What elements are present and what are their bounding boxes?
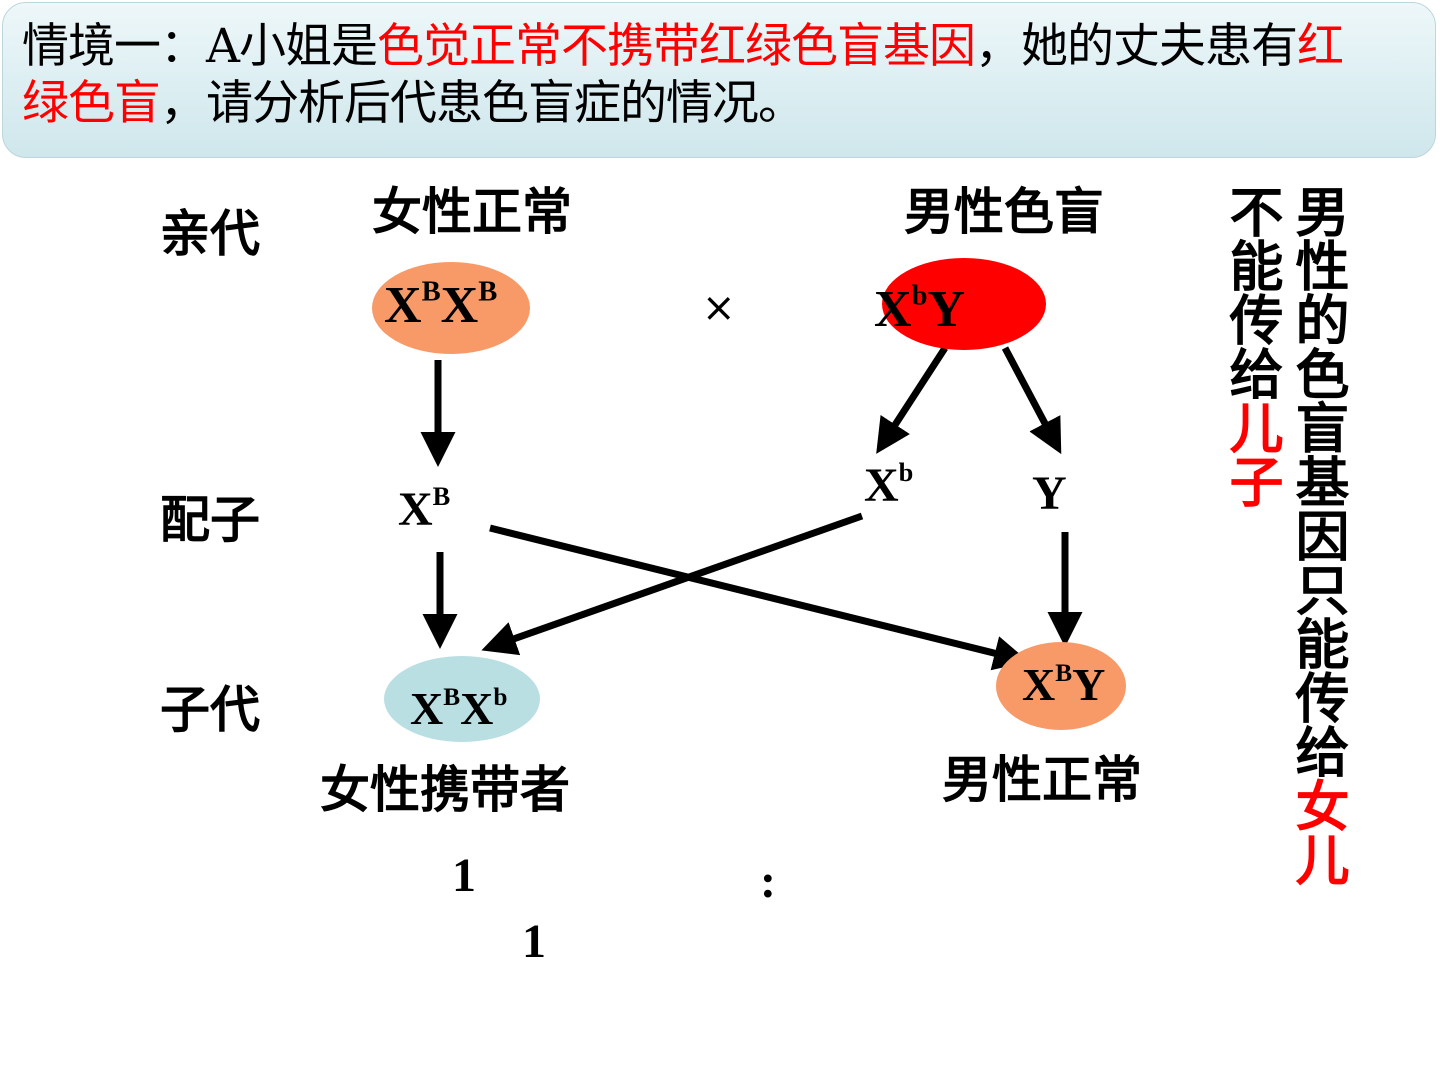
daughter-allele-1: X <box>410 683 444 734</box>
father-genotype-ellipse <box>882 258 1046 350</box>
scenario-text-intro: 情境一：A小姐是 <box>22 19 378 74</box>
gamete-mother-allele: X <box>398 483 433 536</box>
gamete-mother-xB: XB <box>398 483 450 536</box>
mother-genotype: XBXB <box>384 276 498 334</box>
son-allele-2: Y <box>1072 659 1106 710</box>
scenario-text-highlight-mother: 色觉正常不携带红绿色盲基因 <box>376 19 976 74</box>
daughter-genotype-ellipse <box>384 656 540 742</box>
arrow-xb-to-daughter <box>481 512 864 656</box>
daughter-allele-2-sup: b <box>493 683 508 712</box>
father-genotype: XbY <box>874 280 966 338</box>
scenario-text-highlight-father-b: 绿色盲 <box>22 76 161 131</box>
mother-allele-2: X <box>440 277 479 334</box>
side-note-daughter-text: 男性的色盲基因只能传给 <box>1286 184 1349 778</box>
gamete-father-xb: Xb <box>864 459 913 512</box>
scenario-line-1: 情境一：A小姐是色觉正常不携带红绿色盲基因，她的丈夫患有红 <box>22 18 1422 75</box>
label-gamete: 配子 <box>160 491 260 549</box>
side-note-son-text: 不能传给 <box>1220 184 1283 400</box>
label-parent-generation: 亲代 <box>160 205 260 263</box>
arrow-father-to-xb-gamete <box>876 346 948 454</box>
son-allele-1: X <box>1022 659 1056 710</box>
label-female-carrier: 女性携带者 <box>320 761 570 819</box>
gamete-father-x-allele-sup: b <box>898 457 914 488</box>
label-female-normal: 女性正常 <box>372 183 572 241</box>
label-offspring: 子代 <box>160 681 260 739</box>
daughter-allele-1-sup: B <box>443 683 461 712</box>
ratio-colon: : <box>760 855 776 908</box>
son-allele-1-sup: B <box>1055 659 1073 688</box>
side-note-column-1: 男性的色盲基因只能传给女儿 <box>1286 184 1349 886</box>
scenario-text-question: ，请分析后代患色盲症的情况。 <box>160 76 805 131</box>
father-allele-1-sup: b <box>911 280 928 312</box>
son-genotype: XBY <box>1022 659 1106 710</box>
scenario-text: 情境一：A小姐是色觉正常不携带红绿色盲基因，她的丈夫患有红 绿色盲，请分析后代患… <box>22 18 1422 132</box>
arrow-xB-to-son <box>489 524 1029 671</box>
side-note-son-highlight: 儿子 <box>1220 400 1283 508</box>
daughter-allele-2: X <box>460 683 494 734</box>
daughter-genotype: XBXb <box>410 683 508 734</box>
scenario-text-husband: ，她的丈夫患有 <box>974 19 1298 74</box>
son-genotype-ellipse <box>996 642 1126 730</box>
gamete-father-y: Y <box>1032 470 1067 518</box>
scenario-line-2: 绿色盲，请分析后代患色盲症的情况。 <box>22 75 1422 132</box>
mother-allele-2-sup: B <box>478 276 498 308</box>
scenario-banner <box>2 2 1436 158</box>
father-allele-1: X <box>874 281 912 338</box>
gamete-father-y-allele: Y <box>1032 467 1067 520</box>
arrow-father-to-y-gamete <box>1001 346 1062 455</box>
mother-genotype-ellipse <box>372 262 530 354</box>
label-male-colorblind: 男性色盲 <box>904 183 1104 241</box>
ratio-right: 1 <box>522 915 546 968</box>
ratio-left: 1 <box>452 849 476 902</box>
side-note-column-2: 不能传给儿子 <box>1220 184 1283 508</box>
father-allele-2: Y <box>927 281 966 338</box>
gamete-mother-allele-sup: B <box>432 481 451 512</box>
label-male-normal: 男性正常 <box>942 751 1142 809</box>
gamete-father-x-allele: X <box>864 459 899 512</box>
mother-allele-1: X <box>384 277 422 334</box>
mother-allele-1-sup: B <box>421 276 441 308</box>
cross-sign: × <box>702 285 736 331</box>
scenario-text-highlight-father-a: 红 <box>1296 19 1344 74</box>
side-note-daughter-highlight: 女儿 <box>1286 778 1349 886</box>
